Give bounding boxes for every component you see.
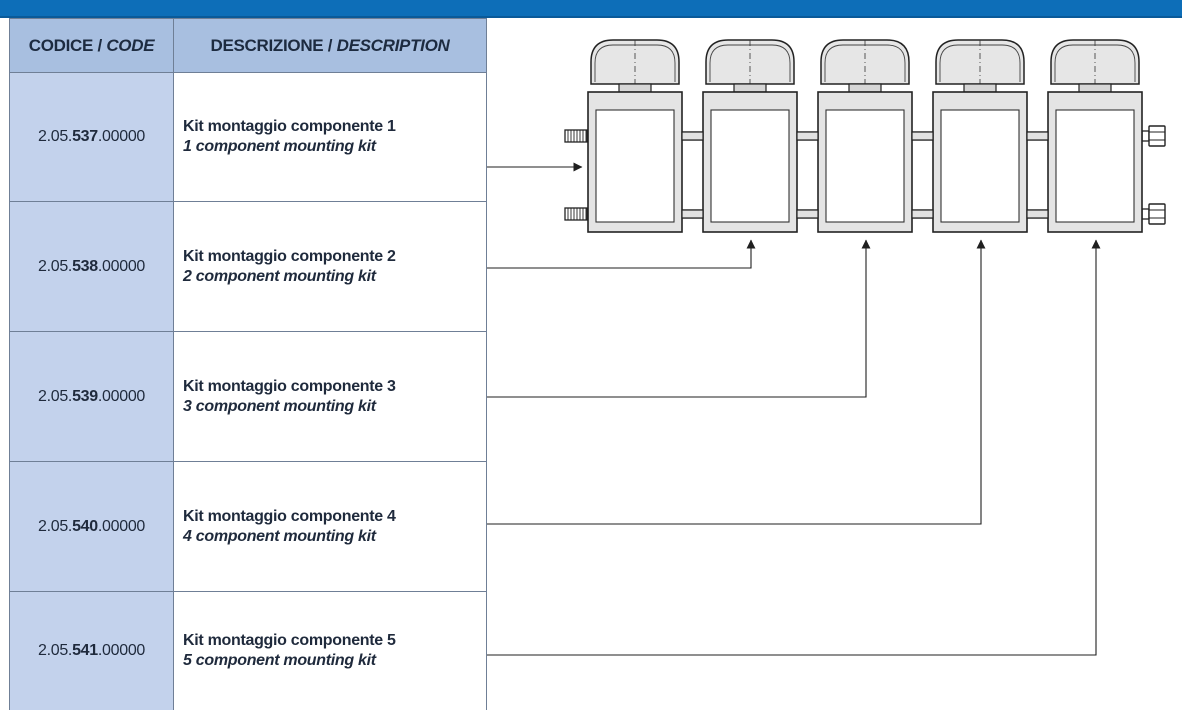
component-assembly (565, 40, 1165, 232)
component-panel (711, 110, 789, 222)
component-panel (826, 110, 904, 222)
component-1 (588, 40, 682, 232)
rod-segment (1027, 132, 1048, 140)
cap-neck (619, 84, 651, 92)
component-5 (1048, 40, 1142, 232)
component-panel (1056, 110, 1134, 222)
leader-lines (487, 167, 1096, 655)
component-3 (818, 40, 912, 232)
component-2 (703, 40, 797, 232)
hex-nut (1149, 126, 1165, 146)
leader-arrow (487, 240, 866, 397)
component-panel (941, 110, 1019, 222)
leader-arrow (487, 240, 751, 268)
rod-segment (797, 132, 818, 140)
hex-nut (1149, 204, 1165, 224)
rod-segment (912, 210, 933, 218)
rod-washer (1142, 209, 1149, 219)
rod-segment (682, 132, 703, 140)
cap-neck (849, 84, 881, 92)
rod-washer (1142, 131, 1149, 141)
component-panel (596, 110, 674, 222)
leader-arrow (487, 240, 1096, 655)
rod-segment (797, 210, 818, 218)
component-4 (933, 40, 1027, 232)
cap-neck (964, 84, 996, 92)
rod-segment (682, 210, 703, 218)
rod-segment (1027, 210, 1048, 218)
cap-neck (734, 84, 766, 92)
rod-segment (912, 132, 933, 140)
leader-arrow (487, 240, 981, 524)
cap-neck (1079, 84, 1111, 92)
